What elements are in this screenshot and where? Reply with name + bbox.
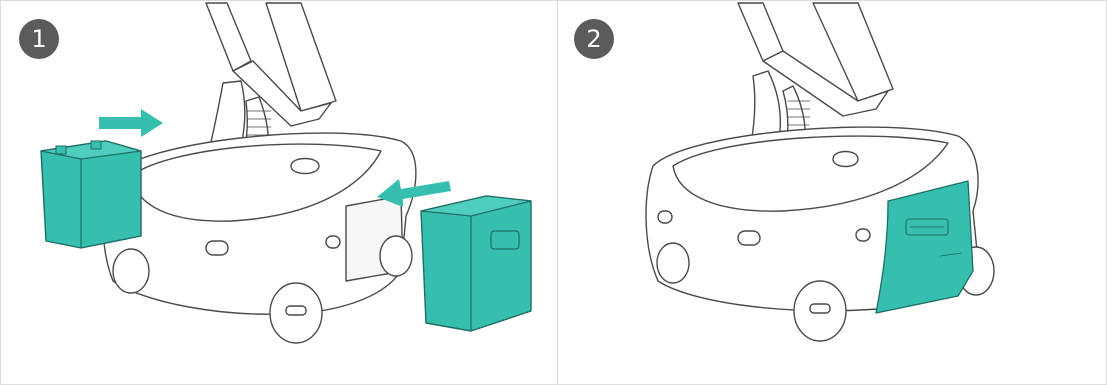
wheel-icon bbox=[794, 281, 846, 341]
wheel-icon bbox=[380, 236, 412, 276]
step-1-illustration bbox=[1, 1, 557, 384]
wheel-icon bbox=[113, 249, 149, 293]
step-2-panel: 2 bbox=[558, 1, 1106, 384]
step-1-panel: 1 bbox=[1, 1, 557, 384]
battery-pack-left bbox=[41, 141, 141, 248]
step-2-illustration bbox=[558, 1, 1106, 384]
battery-pack-installed bbox=[876, 181, 973, 313]
wheel-icon bbox=[657, 243, 689, 283]
arrow-right-icon bbox=[99, 109, 163, 137]
robot-base bbox=[103, 133, 416, 314]
battery-pack-right bbox=[421, 196, 531, 331]
wheel-icon bbox=[270, 283, 322, 343]
